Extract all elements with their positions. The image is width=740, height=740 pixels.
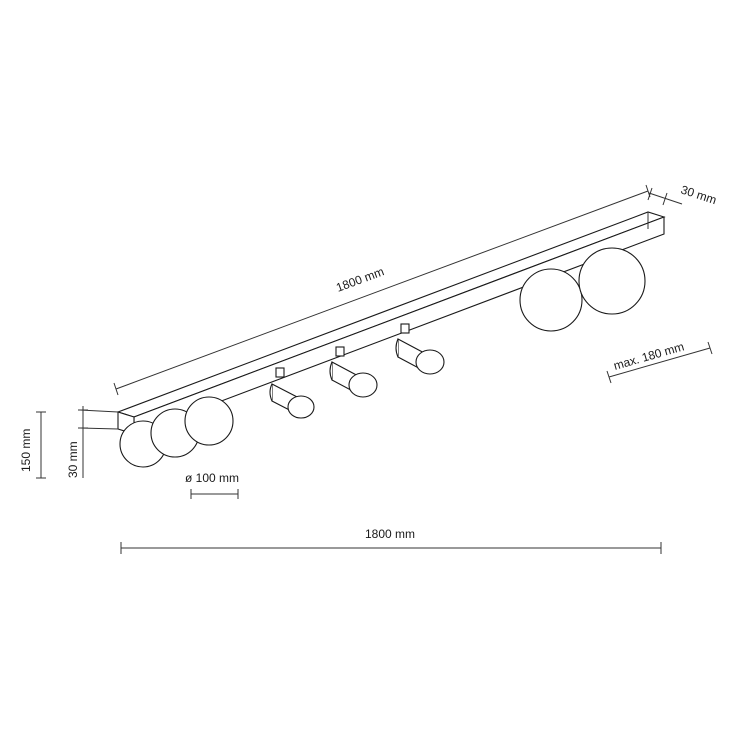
- spot-back: [269, 383, 273, 402]
- rail-length-horizontal-label: 1800 mm: [365, 527, 415, 541]
- globe-lamp: [184, 396, 234, 446]
- dimension-max-projection: max. 180 mm: [606, 339, 713, 384]
- dimension-tick: [606, 370, 612, 384]
- spot-mount: [400, 323, 410, 334]
- rail-top-face: [116, 211, 666, 418]
- dimension-rail-depth: 30 mm: [647, 183, 718, 208]
- dimension-total-height: 150 mm: [19, 411, 46, 479]
- ceiling-rail: [116, 211, 666, 435]
- right-globe-cluster: [519, 247, 646, 332]
- dimension-line: [608, 347, 711, 378]
- globe-lamp: [578, 247, 646, 315]
- dimension-line: [115, 190, 649, 390]
- spot-lamp: [329, 346, 378, 398]
- spot-lamp: [395, 323, 445, 375]
- globe-lamp: [519, 268, 583, 332]
- max-projection-label: max. 180 mm: [612, 339, 686, 372]
- rail-depth-label: 30 mm: [679, 183, 718, 208]
- spot-lamp: [269, 367, 315, 419]
- globe-diameter-label: ø 100 mm: [185, 471, 239, 485]
- dimension-globe-diameter: ø 100 mm: [185, 471, 239, 499]
- spot-back: [395, 338, 399, 358]
- spot-lens: [348, 372, 378, 398]
- dimension-tick: [647, 187, 653, 201]
- rail-length-diagonal-label: 1800 mm: [334, 264, 386, 294]
- spot-lens: [287, 395, 315, 419]
- spot-mount: [275, 367, 285, 378]
- left-globe-cluster: [119, 396, 234, 468]
- dimension-tick: [662, 192, 668, 206]
- total-height-label: 150 mm: [19, 429, 33, 472]
- dimension-rail-length-horizontal: 1800 mm: [120, 527, 662, 554]
- dimension-tick: [707, 341, 713, 355]
- rail-height-label: 30 mm: [66, 441, 80, 478]
- spot-lens: [415, 349, 445, 375]
- dimension-rail-height: 30 mm: [66, 406, 119, 478]
- spot-mount: [335, 346, 345, 357]
- dimension-line: [648, 192, 665, 199]
- leader-line: [663, 197, 683, 205]
- spot-back: [329, 361, 333, 381]
- dimension-tick: [113, 382, 119, 396]
